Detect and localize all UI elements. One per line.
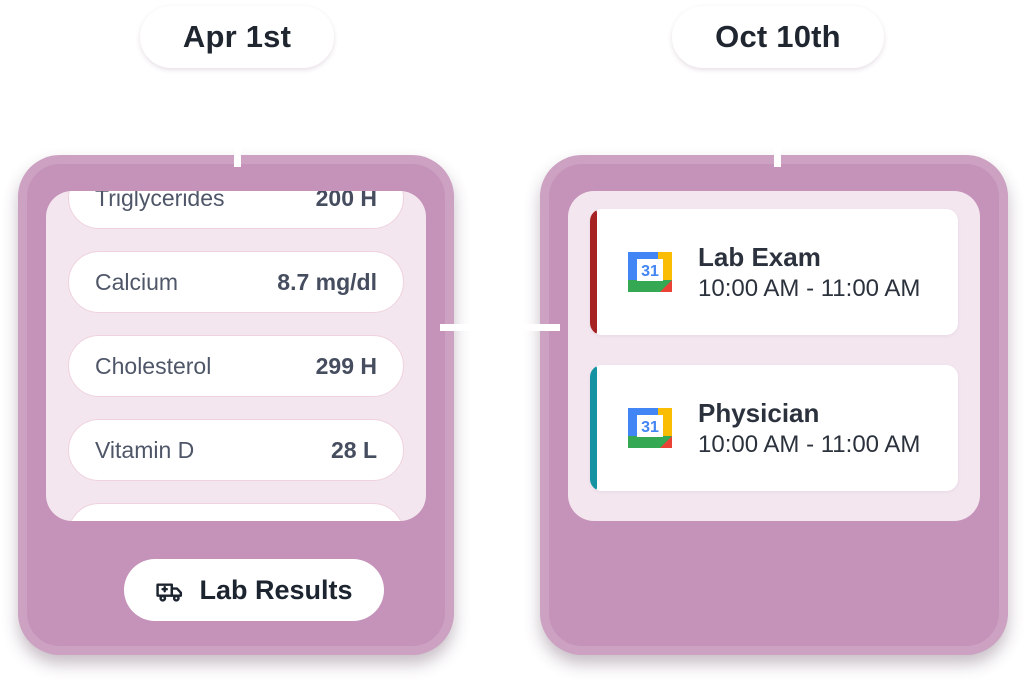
lab-row-name: Vitamin D: [95, 436, 195, 463]
events-sheet: 31 Lab Exam 10:00 AM - 11:00 AM: [568, 191, 980, 521]
lab-row-value: 200 H: [315, 191, 377, 211]
list-item[interactable]: Basophils 0%: [68, 503, 404, 521]
list-item[interactable]: 31 Physician 10:00 AM - 11:00 AM: [590, 365, 958, 491]
event-title: Physician: [698, 397, 820, 428]
lab-results-sheet: Triglycerides 200 H Calcium 8.7 mg/dl Ch…: [46, 191, 426, 521]
google-calendar-icon: 31: [624, 402, 676, 454]
svg-text:31: 31: [641, 263, 659, 280]
connector-horizontal: [440, 324, 560, 331]
list-item[interactable]: Calcium 8.7 mg/dl: [68, 251, 404, 313]
list-item[interactable]: Cholesterol 299 H: [68, 335, 404, 397]
event-text: Lab Exam 10:00 AM - 11:00 AM: [698, 244, 920, 301]
date-marker-right[interactable]: Oct 10th: [672, 6, 884, 68]
lab-results-panel: Triglycerides 200 H Calcium 8.7 mg/dl Ch…: [18, 155, 454, 655]
event-time: 10:00 AM - 11:00 AM: [698, 430, 921, 458]
list-item[interactable]: Triglycerides 200 H: [68, 191, 404, 229]
lab-row-value: 299 H: [315, 352, 377, 379]
lab-results-button[interactable]: Lab Results: [124, 559, 384, 621]
events-panel: 31 Lab Exam 10:00 AM - 11:00 AM: [540, 155, 1008, 655]
connector-right-vertical: [774, 62, 781, 167]
list-item[interactable]: 31 Lab Exam 10:00 AM - 11:00 AM: [590, 209, 958, 335]
svg-text:31: 31: [641, 419, 659, 436]
ambulance-icon: [155, 575, 186, 606]
lab-row-value: 28 L: [330, 436, 377, 463]
lab-results-list[interactable]: Triglycerides 200 H Calcium 8.7 mg/dl Ch…: [46, 191, 426, 521]
date-marker-left[interactable]: Apr 1st: [140, 6, 334, 68]
event-text: Physician 10:00 AM - 11:00 AM: [698, 400, 920, 457]
event-title: Lab Exam: [698, 241, 821, 272]
lab-row-name: Triglycerides: [95, 191, 225, 211]
lab-row-name: Calcium: [95, 268, 179, 295]
events-list: 31 Lab Exam 10:00 AM - 11:00 AM: [590, 209, 958, 491]
lab-row-name: Cholesterol: [95, 352, 212, 379]
lab-results-button-label: Lab Results: [199, 574, 353, 605]
event-accent-bar: [590, 209, 597, 335]
google-calendar-icon: 31: [624, 246, 676, 298]
lab-row-value: 0%: [344, 521, 377, 522]
lab-row-value: 8.7 mg/dl: [277, 268, 377, 295]
event-time: 10:00 AM - 11:00 AM: [698, 274, 921, 302]
connector-left-vertical: [234, 62, 241, 167]
date-marker-left-label: Apr 1st: [182, 19, 292, 54]
date-marker-right-label: Oct 10th: [715, 19, 841, 54]
list-item[interactable]: Vitamin D 28 L: [68, 419, 404, 481]
lab-row-name: Basophils: [95, 521, 195, 522]
event-accent-bar: [590, 365, 597, 491]
